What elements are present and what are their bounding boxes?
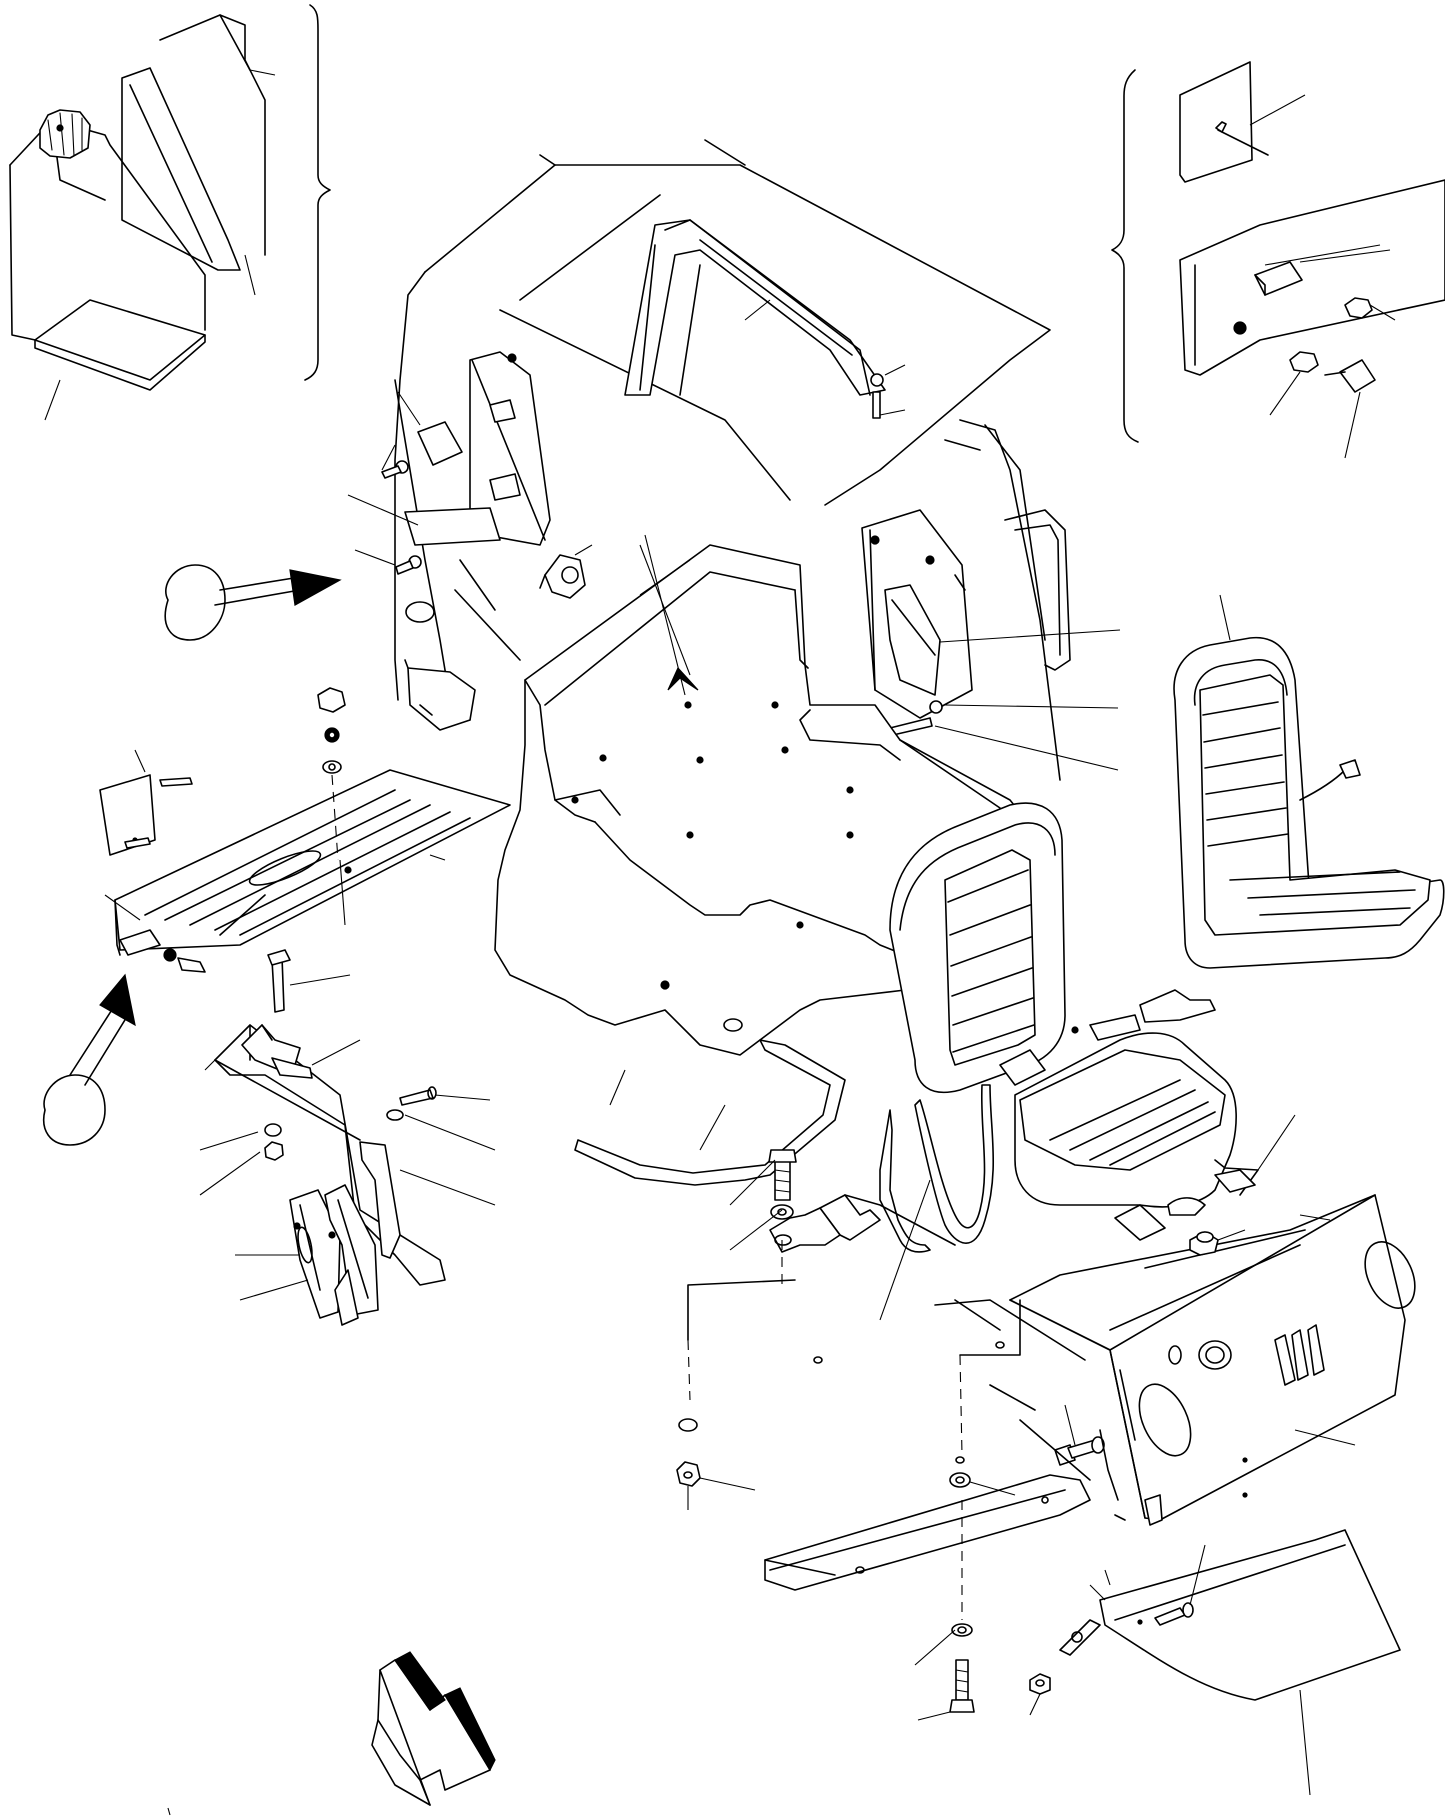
marker-light-inset [1112,62,1445,458]
fuel-tank [10,110,205,390]
seat-belt [770,990,1215,1320]
spare-seat-cushion [1174,595,1444,968]
pedal-bracket [200,950,495,1325]
hardware [677,1150,1400,1795]
lower-frame [765,1195,1125,1590]
battery-cover-panel [348,352,550,574]
cab-knob [540,545,592,598]
cab-body [395,140,1070,780]
fuel-tank-inset [10,5,330,420]
side-plate [100,750,192,855]
roof-header-panel [625,220,905,418]
floor-mat [575,1040,845,1185]
view-arrow-lower [44,975,135,1145]
seat-mount-cover [1010,1195,1425,1525]
view-arrow-upper [165,565,340,640]
operator-seat [890,803,1295,1240]
direction-arrow [372,1652,495,1805]
step-plate [1030,1530,1400,1795]
rear-panel-bracket [862,510,1120,770]
foot-plate [105,688,510,972]
